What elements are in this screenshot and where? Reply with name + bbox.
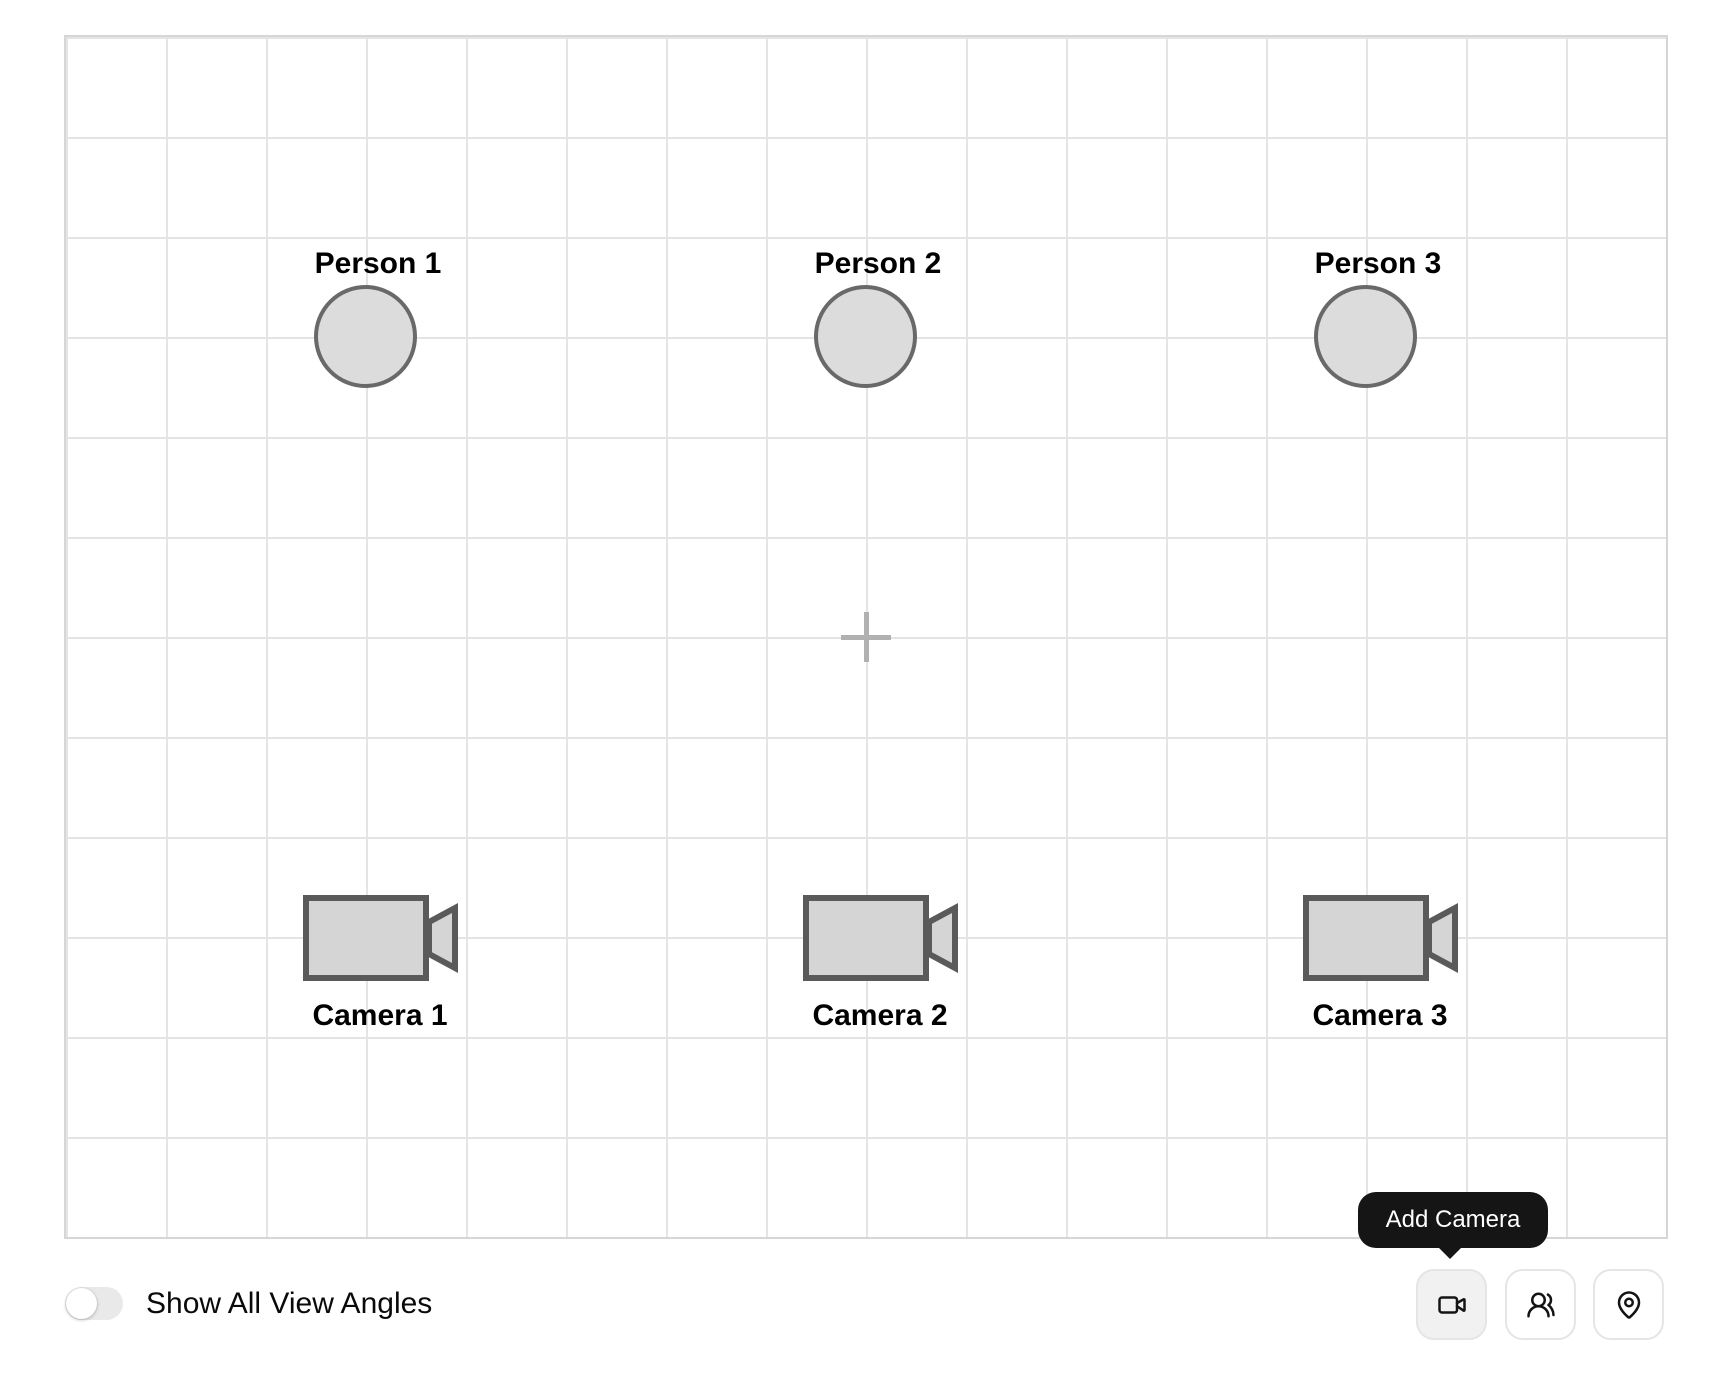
- tooltip-arrow: [1439, 1248, 1461, 1259]
- map-pin-icon: [1617, 1290, 1640, 1319]
- video-camera-icon: [1437, 1295, 1466, 1314]
- users-icon: [1526, 1292, 1555, 1317]
- person-circle-icon[interactable]: [1314, 285, 1417, 388]
- person-label: Person 1: [314, 247, 442, 280]
- show-view-angles-toggle[interactable]: [65, 1287, 123, 1320]
- camera-label: Camera 1: [312, 999, 448, 1032]
- person-label: Person 2: [814, 247, 942, 280]
- video-camera-shape-icon[interactable]: [1302, 894, 1460, 982]
- video-camera-shape-icon[interactable]: [302, 894, 460, 982]
- origin-crosshair-vertical: [864, 612, 869, 662]
- camera-label: Camera 3: [1312, 999, 1448, 1032]
- floor-plan-canvas[interactable]: Person 1 Person 2 Person 3 Camera 1 Came…: [64, 35, 1668, 1239]
- toggle-label: Show All View Angles: [146, 1287, 433, 1320]
- add-location-button[interactable]: [1593, 1269, 1664, 1340]
- person-circle-icon[interactable]: [314, 285, 417, 388]
- add-camera-button[interactable]: [1416, 1269, 1487, 1340]
- camera-label: Camera 2: [812, 999, 948, 1032]
- person-circle-icon[interactable]: [814, 285, 917, 388]
- tooltip-add-camera: Add Camera: [1358, 1192, 1548, 1259]
- video-camera-shape-icon[interactable]: [802, 894, 960, 982]
- person-label: Person 3: [1314, 247, 1442, 280]
- add-person-button[interactable]: [1505, 1269, 1576, 1340]
- toggle-knob[interactable]: [66, 1288, 97, 1319]
- tooltip-text: Add Camera: [1385, 1206, 1521, 1233]
